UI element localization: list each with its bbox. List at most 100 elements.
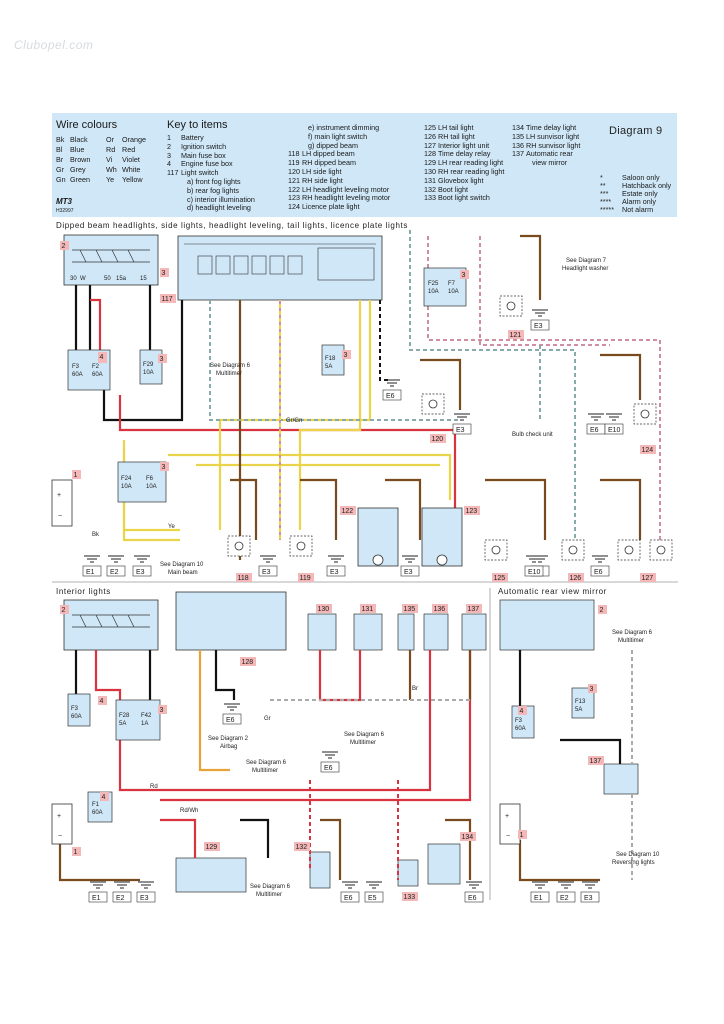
key-item-label: f) main light switch xyxy=(308,131,368,141)
time-delay-relay-128 xyxy=(175,857,247,893)
key-item-label: view mirror xyxy=(532,158,568,168)
ground-label: E1 xyxy=(534,895,543,902)
key-item-number: 126 xyxy=(424,131,436,141)
key-item-number: 121 xyxy=(288,175,300,185)
legend-label: Not alarm xyxy=(622,205,654,214)
ground-label: E6 xyxy=(226,717,235,724)
key-item-label: LH sunvisor light xyxy=(526,131,580,141)
ground-label: E10 xyxy=(528,569,541,576)
ground-symbol-icon xyxy=(526,555,542,563)
wire-colour-code: Ye xyxy=(106,175,115,184)
key-item-label: Licence plate light xyxy=(302,202,360,212)
ground-symbol-icon xyxy=(588,413,604,421)
key-item-number: 129 xyxy=(424,158,436,168)
wire-colour-name: White xyxy=(122,165,141,174)
wire-label-ye: Ye xyxy=(168,524,175,530)
ref-multitimer-e: Multitimer xyxy=(618,638,644,644)
ground-label: E6 xyxy=(468,895,477,902)
ground-symbol-icon xyxy=(384,379,400,387)
ground-symbol-icon xyxy=(532,881,548,889)
ground-label: E3 xyxy=(136,569,145,576)
ground-label-box xyxy=(326,565,346,577)
ref-see-diagram-6-b: See Diagram 6 xyxy=(246,760,287,766)
watermark: Clubopel.com xyxy=(14,38,94,52)
key-item-number: 1 xyxy=(167,133,171,142)
legend-symbol: *** xyxy=(600,189,609,198)
key-item-number: 134 xyxy=(512,123,524,132)
ground-label-box xyxy=(222,713,242,725)
key-item-label: Boot light switch xyxy=(438,193,490,203)
component-number-tag xyxy=(598,605,607,614)
key-item-label: RH dipped beam xyxy=(302,158,356,168)
fuse-f6-label: F6 xyxy=(146,476,154,482)
fuse-f3b-rating: 60A xyxy=(71,714,82,720)
legend-symbol: **** xyxy=(600,197,612,206)
ground-label-box xyxy=(580,891,600,903)
boot-light-switch-133 xyxy=(427,843,461,885)
component-number-tag xyxy=(518,830,527,839)
key-item-label: RH sunvisor light xyxy=(526,140,581,150)
ground-symbol-icon xyxy=(224,703,240,711)
component-number-tag xyxy=(158,705,167,714)
fuse-f2-rating: 60A xyxy=(92,372,103,378)
ground-label: E3 xyxy=(534,323,543,330)
ign-term-15: 15 xyxy=(140,276,147,282)
component-number: 3 xyxy=(162,464,166,471)
key-item-label: RH headlight leveling motor xyxy=(302,193,391,203)
component-number: 117 xyxy=(162,296,173,303)
diagram-title: Diagram 9 xyxy=(609,125,663,137)
ref-multitimer-c: Multitimer xyxy=(350,740,376,746)
fuse-f24-label: F24 xyxy=(121,476,132,482)
key-panel: Wire colours Key to items Diagram 9 MT3 … xyxy=(52,113,677,217)
wire-colour-name: Green xyxy=(70,175,90,184)
ground-label: E6 xyxy=(386,393,395,400)
component-number: 132 xyxy=(296,844,308,851)
ground-label: E6 xyxy=(344,895,353,902)
interior-light-unit-box xyxy=(175,591,287,651)
wire-colour-code: Gn xyxy=(56,175,66,184)
ground-symbol-icon xyxy=(454,413,470,421)
legend-label: Saloon only xyxy=(622,173,660,182)
ground-label: E2 xyxy=(110,569,119,576)
ign-term-w: W xyxy=(80,276,86,282)
component-number-tag xyxy=(158,354,167,363)
boot-light-132 xyxy=(397,859,419,887)
ground-label-box xyxy=(530,891,550,903)
key-item-label: LH dipped beam xyxy=(302,149,355,159)
component-number: 122 xyxy=(342,508,354,515)
ground-label: E2 xyxy=(560,895,569,902)
ground-label-box xyxy=(400,565,420,577)
ground-label-box xyxy=(604,423,624,435)
ign-term-15a: 15a xyxy=(116,276,127,282)
ground-label: E3 xyxy=(140,895,149,902)
component-number: 128 xyxy=(242,659,254,666)
ground-label-box xyxy=(364,891,384,903)
ground-symbol-icon xyxy=(90,881,106,889)
fuse-f3b-label: F3 xyxy=(71,706,79,712)
key-item-number: 117 xyxy=(167,168,179,178)
key-item-label: Automatic rear xyxy=(526,149,573,159)
ref-see-diagram-10-a: See Diagram 10 xyxy=(160,562,204,568)
component-number-tag xyxy=(460,832,476,841)
wire-colour-code: Gr xyxy=(56,165,64,174)
component-number-tag xyxy=(316,604,332,613)
ground-label-box xyxy=(88,891,108,903)
component-number: 130 xyxy=(318,606,330,613)
component-number: 4 xyxy=(520,708,524,715)
legend-symbol: ***** xyxy=(600,205,614,214)
component-number: 136 xyxy=(434,606,446,613)
wire-label-rd-wh: Rd/Wh xyxy=(180,808,198,814)
component-number-tag xyxy=(360,604,376,613)
ref-main-beam: Main beam xyxy=(168,570,198,576)
ground-label-box xyxy=(132,565,152,577)
fuse-f24-rating: 10A xyxy=(121,484,132,490)
component-number: 125 xyxy=(494,575,506,582)
component-number-tag xyxy=(492,573,508,582)
fuse-f3c-rating: 60A xyxy=(515,726,526,732)
wire-colour-name: Black xyxy=(70,135,88,144)
key-item-label: c) interior illumination xyxy=(187,194,255,204)
diagram-code: H32997 xyxy=(56,208,74,214)
component-number: 118 xyxy=(238,575,249,582)
key-item-label: Main fuse box xyxy=(181,150,226,160)
key-item-label: Ignition switch xyxy=(181,141,227,151)
